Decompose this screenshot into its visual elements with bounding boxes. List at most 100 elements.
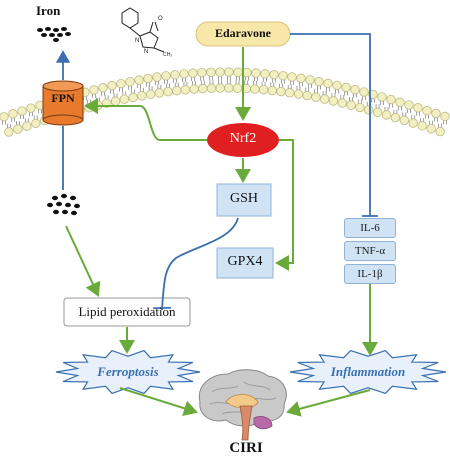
- lipid-head: [426, 124, 436, 134]
- lipid-head: [22, 121, 32, 131]
- lipid-head: [197, 67, 207, 78]
- activation-arrows: [65, 47, 378, 417]
- lipid-head: [278, 71, 288, 81]
- lipid-head: [328, 96, 339, 106]
- lipid-head: [287, 72, 297, 82]
- fpn-label: FPN: [51, 91, 75, 105]
- svg-text:CH₃: CH₃: [163, 52, 172, 58]
- lipid-head: [408, 118, 418, 128]
- lipid-head: [84, 103, 94, 113]
- lipid-head: [377, 92, 387, 102]
- gpx4-label: GPX4: [227, 254, 263, 269]
- gsh-node: [216, 183, 272, 217]
- lipid-head: [422, 105, 432, 116]
- ciri-label: CIRI: [229, 440, 263, 456]
- lipid-head: [180, 85, 191, 95]
- svg-text:N: N: [144, 49, 148, 55]
- lipid-head: [314, 76, 324, 87]
- iron-dots-icon: [37, 27, 71, 42]
- lipid-head: [189, 84, 199, 94]
- lipid-head: [233, 67, 243, 77]
- lipid-head: [125, 77, 135, 87]
- lipid-head: [198, 83, 208, 94]
- intracellular-iron-icon: [47, 193, 80, 216]
- lipid-head: [350, 85, 360, 95]
- lipid-head: [413, 103, 423, 113]
- lipid-head: [206, 67, 216, 77]
- lipid-head: [224, 67, 234, 77]
- lipid-head: [170, 70, 180, 80]
- lipid-head: [4, 127, 14, 137]
- lipid-head: [269, 70, 279, 80]
- lipid-head: [293, 89, 304, 99]
- lipid-head: [119, 94, 129, 104]
- lipid-head: [8, 109, 18, 119]
- inhibit-bar-lipid: [153, 306, 171, 310]
- lipid-head: [260, 69, 270, 79]
- lipid-head: [359, 87, 369, 97]
- lipid-head: [0, 112, 9, 122]
- brain-icon: [198, 369, 287, 441]
- lipid-head: [258, 85, 269, 95]
- lipid-head: [440, 111, 450, 122]
- il1b-node: IL-1β: [344, 264, 396, 284]
- lipid-head: [98, 83, 108, 93]
- nrf2-label: Nrf2: [229, 131, 257, 146]
- lipid-head: [381, 110, 392, 120]
- lipid-head: [435, 126, 445, 137]
- lipid-head: [152, 72, 162, 82]
- lipid-head: [417, 121, 427, 131]
- inhibition-arrows: [55, 33, 378, 311]
- lipid-head: [137, 91, 147, 101]
- edaravone-label: Edaravone: [214, 26, 271, 40]
- lipid-peroxidation-label: Lipid peroxidation: [78, 304, 176, 319]
- lipid-head: [341, 82, 351, 93]
- lipid-head: [17, 106, 27, 116]
- gsh-label: GSH: [229, 191, 258, 206]
- arrow-ferroptosis-ciri: [119, 387, 198, 417]
- lipid-head: [320, 94, 330, 104]
- lipid-head: [386, 94, 396, 105]
- lipid-head: [372, 107, 383, 118]
- lipid-head: [323, 78, 333, 89]
- lipid-head: [154, 88, 164, 98]
- lipid-head: [188, 68, 198, 78]
- lipid-head: [116, 78, 126, 89]
- lipid-head: [206, 83, 217, 93]
- svg-text:O: O: [158, 16, 163, 22]
- lipid-head: [128, 92, 138, 103]
- lipid-head: [163, 87, 173, 97]
- iron-label: Iron: [36, 3, 61, 18]
- lipid-head: [267, 85, 277, 96]
- il6-node: IL-6: [344, 218, 396, 238]
- lipid-head: [161, 71, 171, 81]
- lipid-head: [276, 86, 286, 97]
- tnf-node: TNF-α: [344, 241, 396, 261]
- lipid-head: [395, 97, 405, 107]
- lipid-head: [26, 103, 36, 113]
- lipid-head: [390, 112, 401, 123]
- lipid-head: [305, 75, 315, 85]
- lipid-head: [107, 80, 117, 91]
- inhibit-gsh-lipid: [161, 217, 239, 311]
- lipid-head: [251, 68, 261, 78]
- lipid-head: [285, 88, 295, 98]
- lipid-head: [145, 89, 156, 99]
- edaravone-structure-icon: O N N CH₃: [121, 7, 172, 58]
- lipid-head: [110, 96, 121, 106]
- lipid-head: [311, 92, 321, 102]
- fpn-transporter: [42, 80, 84, 126]
- ferroptosis-label: Ferroptosis: [97, 364, 159, 379]
- lipid-head: [337, 98, 347, 108]
- gpx4-node: [216, 247, 274, 279]
- inflammation-label: Inflammation: [330, 364, 406, 379]
- lipid-head: [346, 100, 356, 110]
- arrow-inflammation-ciri: [286, 389, 371, 417]
- lipid-head: [31, 118, 41, 129]
- lipid-head: [179, 69, 189, 79]
- lipid-head: [224, 83, 234, 93]
- svg-text:N: N: [135, 38, 139, 44]
- lipid-head: [250, 84, 260, 94]
- lipid-head: [431, 108, 441, 119]
